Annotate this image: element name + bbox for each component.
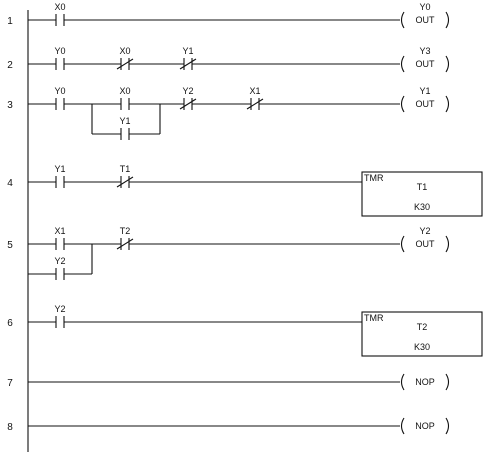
- output-coil: NOP: [400, 417, 450, 435]
- contact-label: X1: [249, 86, 260, 96]
- coil-left-paren: [400, 55, 405, 73]
- contact-y0: Y0: [54, 86, 66, 110]
- contact-label: Y2: [54, 304, 65, 314]
- contact-y0: Y0: [54, 46, 66, 70]
- coil-text: OUT: [416, 99, 436, 109]
- timer-box-frame: [361, 311, 483, 357]
- contact-label: T1: [120, 164, 131, 174]
- output-coil: NOP: [400, 373, 450, 391]
- contact-y1: Y1: [54, 164, 66, 188]
- contact-label: X0: [119, 46, 130, 56]
- contact-t1: T1: [116, 164, 134, 188]
- rung-number: 7: [7, 378, 13, 389]
- timer-box-title: TMR: [364, 173, 384, 183]
- rung-number: 2: [7, 60, 13, 71]
- rung-number: 6: [7, 318, 13, 329]
- contact-nc-slash: [179, 58, 197, 70]
- contact-y1: Y1: [179, 46, 197, 70]
- coil-text: OUT: [416, 59, 436, 69]
- timer-box-name: T2: [417, 322, 428, 332]
- coil-text: OUT: [416, 15, 436, 25]
- contact-label: Y0: [54, 46, 65, 56]
- coil-name: Y0: [419, 2, 430, 12]
- coil-right-paren: [445, 235, 450, 253]
- rung-number: 4: [7, 178, 13, 189]
- contact-nc-slash: [116, 176, 134, 188]
- contact-label: Y2: [54, 256, 65, 266]
- contact-nc-slash: [116, 58, 134, 70]
- rung-number: 8: [7, 422, 13, 433]
- timer-box-name: T1: [417, 182, 428, 192]
- contact-x0: X0: [119, 86, 131, 110]
- contact-label: T2: [120, 226, 131, 236]
- contact-t2: T2: [116, 226, 134, 250]
- coil-name: Y3: [419, 46, 430, 56]
- coil-left-paren: [400, 95, 405, 113]
- rung-number: 3: [7, 100, 13, 111]
- contact-label: Y2: [182, 86, 193, 96]
- timer-box-frame: [361, 171, 483, 217]
- coil-right-paren: [445, 95, 450, 113]
- rung-8: 8 NOP: [7, 417, 450, 435]
- coil-right-paren: [445, 417, 450, 435]
- contact-label: X0: [54, 2, 65, 12]
- coil-name: Y1: [419, 86, 430, 96]
- coil-text: OUT: [416, 239, 436, 249]
- contact-nc-slash: [179, 98, 197, 110]
- coil-left-paren: [400, 235, 405, 253]
- contact-label: Y1: [54, 164, 65, 174]
- contact-y2: Y2: [54, 256, 66, 280]
- contact-y2: Y2: [54, 304, 66, 328]
- coil-right-paren: [445, 11, 450, 29]
- coil-left-paren: [400, 373, 405, 391]
- timer-box-title: TMR: [364, 313, 384, 323]
- coil-instruction: NOP: [415, 421, 435, 431]
- coil-instruction: NOP: [415, 377, 435, 387]
- contact-nc-slash: [246, 98, 264, 110]
- coil-left-paren: [400, 417, 405, 435]
- parallel-branch: Y1: [91, 104, 161, 140]
- contact-label: Y0: [54, 86, 65, 96]
- rung-7: 7 NOP: [7, 373, 450, 391]
- coil-name: Y2: [419, 226, 430, 236]
- contact-label: Y1: [119, 116, 130, 126]
- contact-nc-slash: [116, 238, 134, 250]
- coil-left-paren: [400, 11, 405, 29]
- rung-number: 5: [7, 240, 13, 251]
- contact-label: X1: [54, 226, 65, 236]
- contact-x0: X0: [116, 46, 134, 70]
- coil-right-paren: [445, 373, 450, 391]
- contact-label: X0: [119, 86, 130, 96]
- coil-right-paren: [445, 55, 450, 73]
- timer-box-value: K30: [414, 342, 430, 352]
- contact-label: Y1: [182, 46, 193, 56]
- contact-x0: X0: [54, 2, 66, 26]
- rung-number: 1: [7, 16, 13, 27]
- contact-x1: X1: [54, 226, 66, 250]
- timer-box-value: K30: [414, 202, 430, 212]
- parallel-branch: Y2: [28, 244, 93, 280]
- contact-y2: Y2: [179, 86, 197, 110]
- contact-y1: Y1: [119, 116, 131, 140]
- contact-x1: X1: [246, 86, 264, 110]
